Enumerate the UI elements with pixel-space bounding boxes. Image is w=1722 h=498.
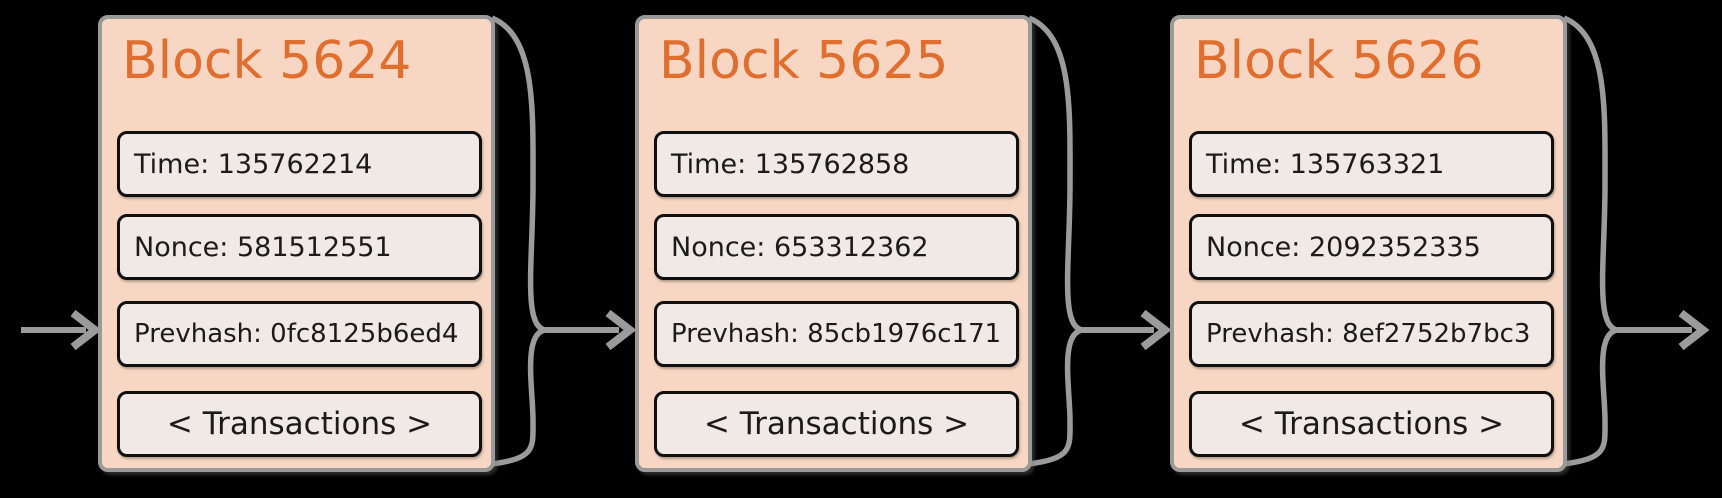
hash-brace-1 <box>490 15 548 467</box>
block-title: Block 5626 <box>1194 31 1484 91</box>
nonce-field: Nonce: 581512551 <box>117 214 482 280</box>
prevhash-text: Prevhash: 85cb1976c171 <box>671 319 1002 349</box>
transactions-label: < Transactions > <box>703 406 970 442</box>
block-title: Block 5625 <box>659 31 949 91</box>
transactions-button[interactable]: < Transactions > <box>654 391 1019 457</box>
time-text: Time: 135762858 <box>671 148 910 180</box>
block-5624: Block 5624 Time: 135762214 Nonce: 581512… <box>98 15 495 472</box>
transactions-button[interactable]: < Transactions > <box>117 391 482 457</box>
prevhash-text: Prevhash: 8ef2752b7bc3 <box>1206 319 1531 349</box>
nonce-text: Nonce: 653312362 <box>671 231 929 263</box>
prevhash-text: Prevhash: 0fc8125b6ed4 <box>134 319 459 349</box>
nonce-field: Nonce: 653312362 <box>654 214 1019 280</box>
hash-arrow-1 <box>546 309 637 351</box>
hash-arrow-2 <box>1083 309 1172 351</box>
prevhash-field: Prevhash: 85cb1976c171 <box>654 301 1019 367</box>
block-title: Block 5624 <box>122 31 412 91</box>
time-field: Time: 135763321 <box>1189 131 1554 197</box>
transactions-label: < Transactions > <box>1238 406 1505 442</box>
time-text: Time: 135762214 <box>134 148 373 180</box>
nonce-field: Nonce: 2092352335 <box>1189 214 1554 280</box>
prevhash-field: Prevhash: 0fc8125b6ed4 <box>117 301 482 367</box>
transactions-button[interactable]: < Transactions > <box>1189 391 1554 457</box>
prevhash-field: Prevhash: 8ef2752b7bc3 <box>1189 301 1554 367</box>
block-5625: Block 5625 Time: 135762858 Nonce: 653312… <box>635 15 1032 472</box>
chain-input-arrow <box>21 309 102 351</box>
hash-brace-3 <box>1562 15 1620 467</box>
time-text: Time: 135763321 <box>1206 148 1445 180</box>
time-field: Time: 135762214 <box>117 131 482 197</box>
transactions-label: < Transactions > <box>166 406 433 442</box>
nonce-text: Nonce: 2092352335 <box>1206 231 1481 263</box>
hash-brace-2 <box>1027 15 1085 467</box>
nonce-text: Nonce: 581512551 <box>134 231 392 263</box>
time-field: Time: 135762858 <box>654 131 1019 197</box>
chain-output-arrow <box>1618 309 1710 351</box>
block-5626: Block 5626 Time: 135763321 Nonce: 209235… <box>1170 15 1567 472</box>
